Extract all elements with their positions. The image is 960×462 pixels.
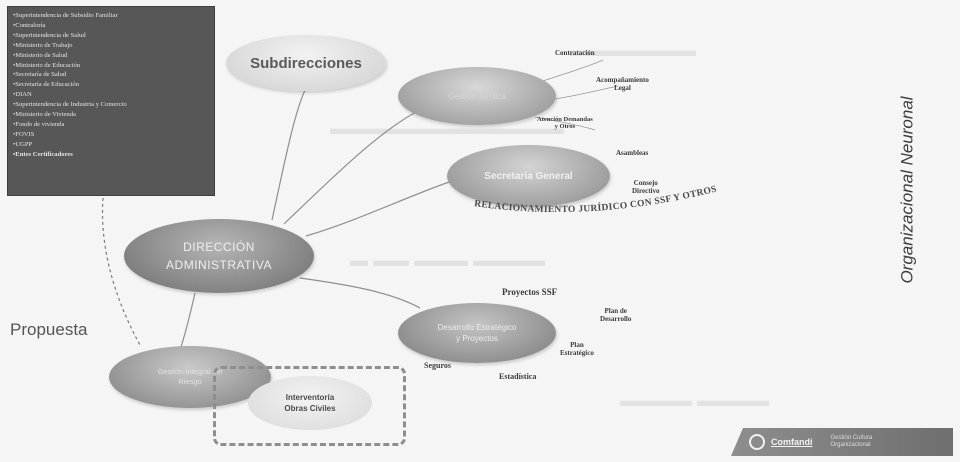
label-plan-estrategico: Plan Estratégico (560, 341, 594, 357)
background-watermark: ▬▬▬▬▬▬▬ (570, 40, 696, 60)
node-desarrollo-estrategico-label: Desarrollo Estratégico y Proyectos (437, 323, 517, 343)
entity-list-item: •Ministerio de Trabajo (13, 41, 73, 49)
logo-tagline: Gestión Cultura Organizacional (830, 435, 873, 448)
node-interventoria-obras: Interventoría Obras Civiles (248, 376, 372, 430)
entities-list-box: •Superintendencia de Subsidio Familiar •C… (7, 6, 215, 196)
node-subdirecciones-label: Subdirecciones (250, 54, 362, 72)
background-watermark: ▬▬▬▬ ▬▬▬▬ (620, 390, 770, 410)
entity-list-item: •Superintendencia de Salud (13, 31, 86, 39)
entity-list-item: •Secretaría de Salud (13, 71, 67, 79)
relacionamiento-arc-text: RELACIONAMIENTO JURÍDICO CON SSF Y OTROS (474, 185, 718, 216)
label-contratacion: Contratación (555, 49, 595, 57)
node-gestion-juridica: Gestión Jurídica (398, 67, 556, 125)
svg-text:RELACIONAMIENTO JURÍDICO CON S: RELACIONAMIENTO JURÍDICO CON SSF Y OTROS (474, 185, 718, 216)
propuesta-label: Propuesta (10, 320, 88, 339)
entity-list-item: •Entes Certificadores (13, 150, 73, 158)
connector-gestion-riesgo (179, 292, 196, 351)
connector-acompanamiento (549, 85, 619, 101)
entity-list-item: •Superintendencia de Industria y Comerci… (13, 101, 127, 109)
entity-list-item: •DIAN (13, 91, 32, 99)
node-gestion-juridica-label: Gestión Jurídica (448, 91, 506, 101)
connector-gestion-juridica (283, 109, 421, 225)
vertical-title: Organizacional Neuronal (895, 40, 921, 340)
connector-desarrollo (299, 277, 421, 309)
entity-list-item: •FOVIS (13, 130, 35, 138)
node-interventoria-obras-label: Interventoría Obras Civiles (284, 393, 336, 413)
label-proyectos-ssf: Proyectos SSF (502, 287, 558, 297)
node-secretaria-general-label: Secretaría General (484, 170, 573, 182)
node-subdirecciones: Subdirecciones (226, 35, 386, 91)
label-consejo-directivo: Consejo Directivo (632, 179, 660, 195)
node-direccion-administrativa-label: DIRECCIÓN ADMINISTRATIVA (166, 240, 272, 272)
entity-list-item: •UGPP (13, 140, 33, 148)
entity-list-item: •Superintendencia de Subsidio Familiar (13, 12, 118, 19)
proposal-dashed-box (213, 366, 406, 446)
node-desarrollo-estrategico: Desarrollo Estratégico y Proyectos (398, 303, 556, 363)
entity-list-item: •Fondo de vivienda (13, 120, 65, 128)
connector-secretaria-general (305, 179, 456, 237)
connector-atencion (534, 116, 596, 131)
label-acompanamiento-legal: Acompañamiento Legal (596, 76, 649, 92)
node-secretaria-general: Secretaría General (447, 145, 610, 207)
entity-list-item: •Ministerio de Salud (13, 51, 68, 59)
label-plan-desarrollo: Plan de Desarrollo (600, 307, 632, 323)
comfandi-mark-icon (749, 434, 765, 450)
logo-name: Comfandi (771, 437, 813, 447)
connector-subdirecciones (271, 87, 307, 221)
entity-list-item: •Contraloría (13, 21, 46, 29)
connector-contratacion (539, 59, 604, 83)
label-estadistica: Estadística (499, 372, 537, 381)
node-direccion-administrativa: DIRECCIÓN ADMINISTRATIVA (124, 219, 314, 293)
background-watermark: ▬ ▬▬ ▬▬▬ ▬▬▬▬ (350, 250, 546, 270)
entities-list: •Superintendencia de Subsidio Familiar •C… (13, 11, 209, 160)
entity-list-item: •Ministerio de Educación (13, 61, 81, 69)
dashed-connector-entities (101, 197, 141, 346)
vertical-title-text: Organizacional Neuronal (898, 96, 918, 284)
label-seguros: Seguros (424, 361, 451, 370)
label-asambleas: Asambleas (616, 149, 649, 157)
relacionamiento-arc-label: RELACIONAMIENTO JURÍDICO CON SSF Y OTROS (474, 185, 718, 216)
entity-list-item: •Secretaría de Educación (13, 81, 80, 89)
entity-list-item: •Ministerio de Vivienda (13, 111, 76, 119)
comfandi-logo: Comfandi Gestión Cultura Organizacional (731, 428, 953, 456)
label-atencion-demandas: Atención Demandas y Otros (537, 116, 593, 131)
